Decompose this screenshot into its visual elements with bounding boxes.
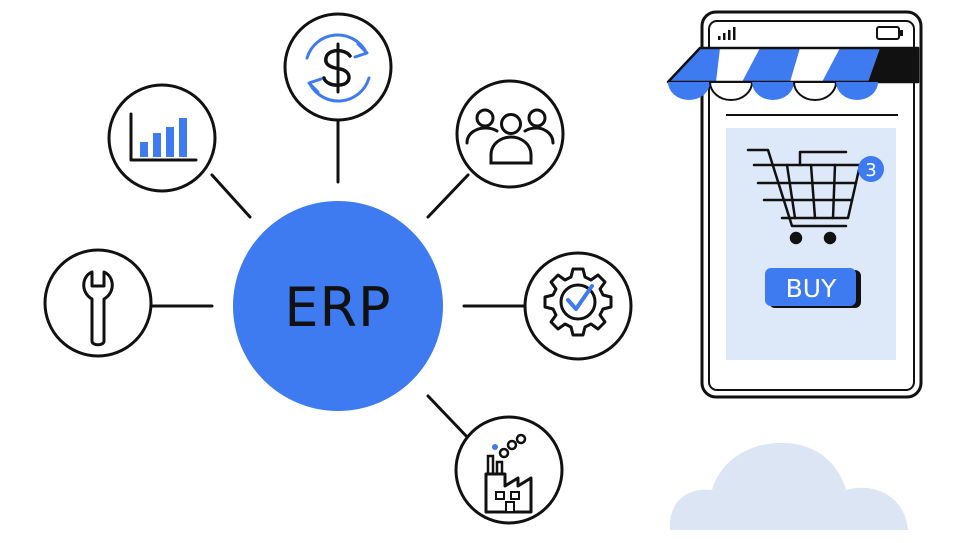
node-analytics-circle xyxy=(107,83,217,193)
connector-team xyxy=(426,173,470,219)
wrench-icon xyxy=(82,270,114,347)
node-manufacturing-circle xyxy=(454,415,564,525)
connector-manufacturing xyxy=(426,394,472,442)
signal-icon xyxy=(718,27,736,40)
connector-analytics xyxy=(210,173,252,219)
erp-hub: ERP xyxy=(233,201,443,411)
shopping-cart-icon xyxy=(746,148,862,245)
gear-check-icon xyxy=(543,267,613,337)
cart-badge-count: 3 xyxy=(865,160,876,181)
cloud-icon xyxy=(669,442,908,530)
buy-button-label[interactable]: BUY xyxy=(786,274,837,303)
buy-button[interactable]: BUY xyxy=(765,268,861,308)
dollar-exchange-icon xyxy=(305,33,371,103)
people-group-icon xyxy=(465,108,555,165)
connectors xyxy=(150,119,526,442)
erp-hub-circle xyxy=(233,201,443,411)
storefront-awning xyxy=(666,46,920,101)
cart-badge: 3 xyxy=(858,156,884,182)
node-settings xyxy=(523,251,633,361)
phone-screen xyxy=(708,20,915,391)
node-analytics xyxy=(107,83,217,193)
cart-badge-circle xyxy=(858,156,884,182)
bar-chart-icon xyxy=(129,112,198,162)
phone-storefront: 3 BUY xyxy=(666,10,923,399)
battery-icon xyxy=(876,26,903,40)
node-finance xyxy=(283,12,393,122)
factory-icon xyxy=(484,433,533,514)
erp-label: ERP xyxy=(284,276,391,339)
node-manufacturing xyxy=(454,415,564,525)
node-team xyxy=(455,79,565,189)
node-maintenance xyxy=(43,248,153,358)
